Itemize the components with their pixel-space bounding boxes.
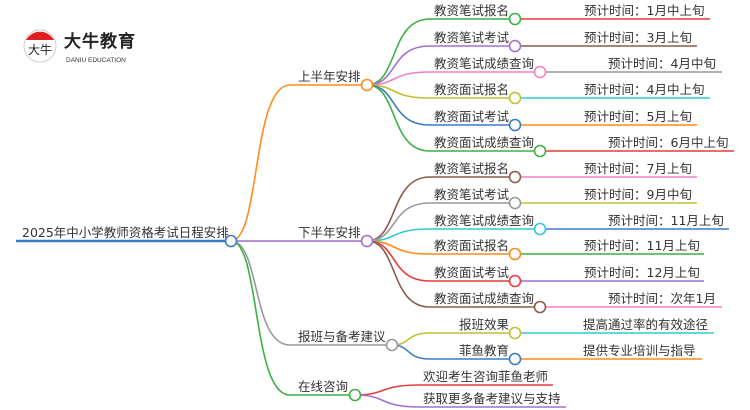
branch-node-circle: [360, 234, 374, 248]
logo-text: 大牛教育: [64, 32, 136, 52]
child-topic[interactable]: 教资面试成绩查询: [434, 135, 535, 150]
branch-topic[interactable]: 报班与备考建议: [298, 329, 386, 344]
child-topic[interactable]: 教资笔试考试: [434, 187, 510, 202]
detail-text: 预计时间：11月上旬: [584, 238, 700, 253]
detail-text: 提高通过率的有效途径: [583, 317, 709, 332]
logo-mark-icon: 大牛: [23, 29, 57, 63]
child-node-circle: [508, 12, 522, 26]
child-topic[interactable]: 教资面试考试: [434, 265, 510, 280]
branch-connector: [230, 240, 291, 396]
child-connector: [366, 84, 431, 126]
child-connector: [366, 240, 431, 282]
logo-mark-text: 大牛: [28, 42, 52, 57]
child-topic[interactable]: 菲鱼教育: [459, 343, 510, 358]
child-topic[interactable]: 教资笔试报名: [434, 3, 510, 18]
child-node-circle: [508, 118, 522, 132]
branch-topic[interactable]: 下半年安排: [298, 225, 361, 240]
detail-text: 预计时间：3月上旬: [584, 30, 692, 45]
logo: 大牛 大牛教育 DANIU EDUCATION: [22, 26, 152, 72]
child-node-circle: [508, 91, 522, 105]
child-topic[interactable]: 教资笔试考试: [434, 30, 510, 45]
child-topic[interactable]: 教资笔试报名: [434, 161, 510, 176]
child-connector: [366, 45, 431, 86]
detail-text: 预计时间：5月上旬: [584, 109, 692, 124]
child-topic[interactable]: 获取更多备考建议与支持: [423, 391, 561, 406]
child-node-circle: [533, 144, 547, 158]
child-node-circle: [508, 247, 522, 261]
branch-node-circle: [348, 388, 362, 402]
detail-text: 预计时间：4月中旬: [608, 56, 716, 71]
child-topic[interactable]: 教资笔试成绩查询: [434, 213, 535, 228]
detail-text: 提供专业培训与指导: [583, 343, 696, 358]
detail-text: 预计时间：4月中上旬: [584, 82, 705, 97]
branch-topic[interactable]: 上半年安排: [298, 69, 361, 84]
child-connector: [366, 18, 431, 86]
child-connector: [366, 176, 431, 242]
branch-connector: [230, 84, 291, 242]
child-node-circle: [533, 300, 547, 314]
child-connector: [354, 384, 421, 396]
branch-connector: [230, 240, 291, 346]
detail-text: 预计时间：6月中上旬: [608, 135, 729, 150]
child-node-circle: [508, 326, 522, 340]
child-node-circle: [533, 222, 547, 236]
branch-node-circle: [360, 78, 374, 92]
child-topic[interactable]: 教资面试成绩查询: [434, 291, 535, 306]
root-topic[interactable]: 2025年中小学教师资格考试日程安排: [22, 225, 229, 240]
child-node-circle: [508, 39, 522, 53]
child-node-circle: [508, 274, 522, 288]
detail-text: 预计时间：11月上旬: [608, 213, 724, 228]
detail-text: 预计时间：7月上旬: [584, 161, 692, 176]
branch-node-circle: [385, 338, 399, 352]
detail-text: 预计时间：次年1月: [608, 291, 716, 306]
child-topic[interactable]: 欢迎考生咨询菲鱼老师: [423, 369, 549, 384]
child-topic[interactable]: 教资面试考试: [434, 109, 510, 124]
child-node-circle: [508, 196, 522, 210]
child-topic[interactable]: 报班效果: [459, 317, 510, 332]
detail-text: 预计时间：12月上旬: [584, 265, 700, 280]
logo-subtext: DANIU EDUCATION: [66, 57, 126, 64]
child-connector: [354, 394, 421, 408]
child-connector: [366, 240, 431, 308]
root-node-circle: [224, 234, 238, 248]
detail-text: 预计时间：9月中旬: [584, 187, 692, 202]
child-topic[interactable]: 教资笔试成绩查询: [434, 56, 535, 71]
detail-text: 预计时间：1月中上旬: [584, 3, 705, 18]
branch-topic[interactable]: 在线咨询: [298, 379, 349, 394]
child-node-circle: [508, 170, 522, 184]
child-node-circle: [508, 352, 522, 366]
child-connector: [366, 84, 431, 152]
child-topic[interactable]: 教资面试报名: [434, 82, 510, 97]
child-topic[interactable]: 教资面试报名: [434, 238, 510, 253]
child-connector: [366, 202, 431, 242]
child-node-circle: [533, 65, 547, 79]
